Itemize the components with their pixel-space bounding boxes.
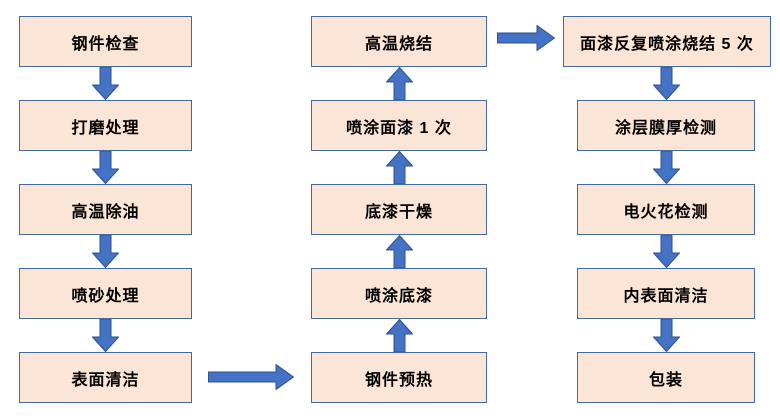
flow-node-sandblasting: 喷砂处理 <box>19 268 192 319</box>
flow-node-steel-inspection: 钢件检查 <box>19 16 192 67</box>
arrow-right-icon <box>208 364 294 390</box>
arrow-down-icon <box>92 319 119 352</box>
arrow-down-icon <box>92 67 119 100</box>
flow-node-steel-preheating: 钢件预热 <box>311 352 487 403</box>
flow-node-grinding: 打磨处理 <box>19 100 192 151</box>
flow-node-topcoat-spraying-once: 喷涂面漆 1 次 <box>311 100 487 151</box>
arrow-down-icon <box>653 151 680 184</box>
flow-node-high-temp-sintering: 高温烧结 <box>311 16 487 67</box>
arrow-down-icon <box>653 319 680 352</box>
flow-node-coating-thickness-test: 涂层膜厚检测 <box>577 100 755 151</box>
arrow-up-icon <box>386 67 413 100</box>
flow-node-primer-spraying: 喷涂底漆 <box>311 268 487 319</box>
arrow-up-icon <box>386 319 413 352</box>
arrow-down-icon <box>92 151 119 184</box>
flow-node-spark-test: 电火花检测 <box>577 184 755 235</box>
arrow-up-icon <box>386 235 413 268</box>
arrow-up-icon <box>386 151 413 184</box>
flow-node-packaging: 包装 <box>577 352 755 403</box>
arrow-down-icon <box>92 235 119 268</box>
arrow-down-icon <box>653 67 680 100</box>
flow-node-repeat-topcoat-sintering: 面漆反复喷涂烧结 5 次 <box>563 16 771 67</box>
flow-node-surface-cleaning: 表面清洁 <box>19 352 192 403</box>
arrow-right-icon <box>497 25 555 51</box>
arrow-down-icon <box>653 235 680 268</box>
flow-node-primer-drying: 底漆干燥 <box>311 184 487 235</box>
flow-node-degreasing: 高温除油 <box>19 184 192 235</box>
flow-node-inner-surface-cleaning: 内表面清洁 <box>577 268 755 319</box>
